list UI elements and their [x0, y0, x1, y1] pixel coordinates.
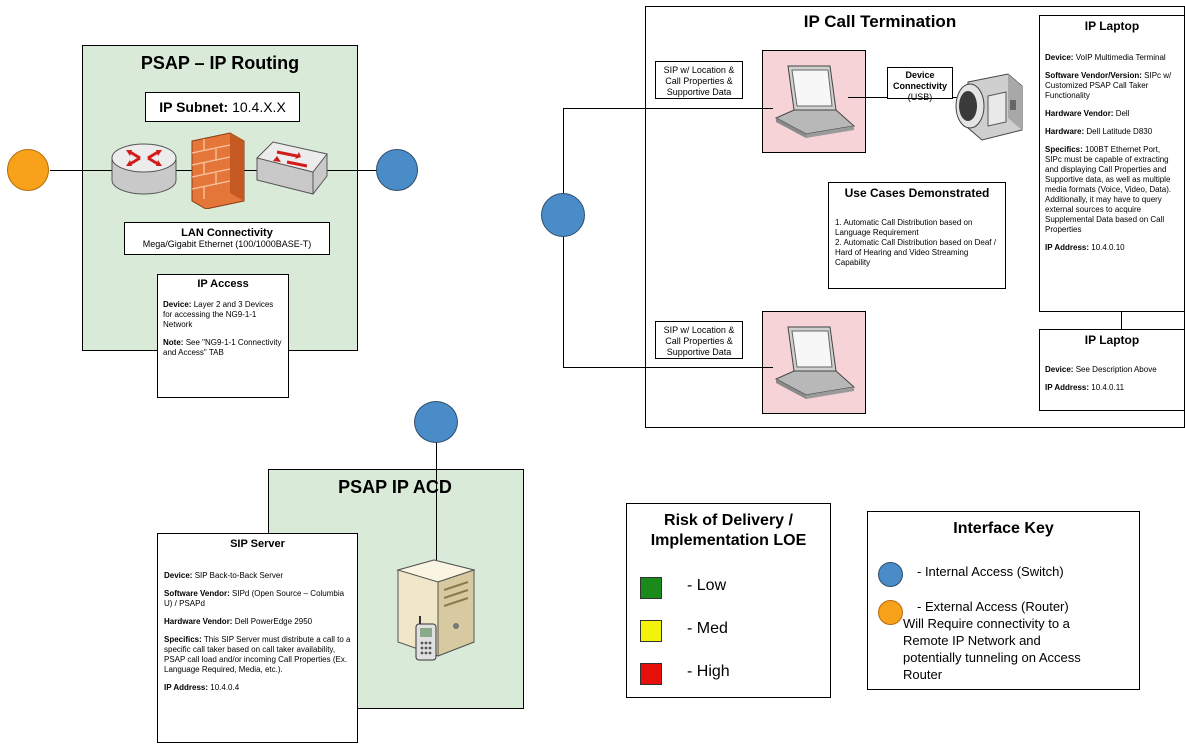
ip-access-device-text: Layer 2 and 3 Devices for accessing the …	[163, 300, 274, 329]
switch-icon	[256, 141, 328, 195]
risk-low-label: - Low	[687, 577, 727, 594]
external-access-router-port	[7, 149, 49, 191]
interface-key-title: Interface Key	[953, 520, 1054, 537]
risk-med-swatch	[640, 620, 662, 642]
phone-icon	[415, 616, 437, 661]
laptop1-hw-vendor-label: Hardware Vendor:	[1045, 109, 1114, 118]
ip-laptop-info-2: IP Laptop Device: See Description Above …	[1039, 329, 1185, 411]
external-line-2: Will Require connectivity to a	[903, 616, 1070, 631]
device-conn-title: Device Connectivity	[892, 70, 947, 91]
router-icon	[111, 143, 177, 195]
use-case-1: 1. Automatic Call Distribution based on …	[835, 218, 973, 237]
interface-key: Interface Key - Internal Access (Switch)…	[867, 511, 1140, 690]
ip-laptop-info-1: IP Laptop Device: VoIP Multimedia Termin…	[1039, 15, 1185, 312]
laptop1-ip-text: 10.4.0.10	[1091, 243, 1125, 252]
acd-switch-port	[414, 401, 458, 443]
ip-access-device-label: Device:	[163, 300, 192, 309]
server-device-label: Device:	[164, 571, 193, 580]
server-software-text: SIPd (Open Source – Columbia U) / PSAPd	[164, 589, 345, 608]
ip-access-note-text: See "NG9-1-1 Connectivity and Access" TA…	[163, 338, 282, 357]
sip-label-top: SIP w/ Location & Call Properties & Supp…	[655, 61, 743, 99]
external-line-3: Remote IP Network and	[903, 633, 1041, 648]
laptop1-ip-label: IP Address:	[1045, 243, 1090, 252]
sip-label-top-text: SIP w/ Location & Call Properties & Supp…	[663, 65, 735, 97]
external-line-5: Router	[903, 667, 943, 682]
video-camera-icon	[955, 73, 1023, 141]
external-line-1: - External Access (Router)	[917, 599, 1069, 614]
device-conn-sub: (USB)	[907, 92, 933, 102]
server-device-text: SIP Back-to-Back Server	[194, 571, 284, 580]
device-connectivity-box: Device Connectivity (USB)	[887, 67, 953, 102]
line-bottom-laptop	[563, 367, 773, 368]
risk-high-swatch	[640, 663, 662, 685]
ip-access-box: IP Access Device: Layer 2 and 3 Devices …	[157, 274, 289, 398]
server-specifics-label: Specifics:	[164, 635, 202, 644]
ip-access-note-label: Note:	[163, 338, 184, 347]
external-access-key-text: - External Access (Router) Will Require …	[903, 598, 1081, 683]
external-access-key-icon	[878, 600, 903, 625]
laptop1-software-text: SIPc w/ Customized PSAP Call Taker Funct…	[1045, 71, 1172, 100]
laptop-icon-top	[774, 65, 856, 138]
sip-label-bottom-text: SIP w/ Location & Call Properties & Supp…	[663, 325, 735, 357]
sip-label-bottom: SIP w/ Location & Call Properties & Supp…	[655, 321, 743, 359]
lan-title: LAN Connectivity	[181, 227, 273, 239]
laptop2-ip-text: 10.4.0.11	[1091, 383, 1125, 392]
risk-title-line1: Risk of Delivery /	[664, 512, 793, 529]
laptop2-title: IP Laptop	[1084, 333, 1140, 347]
subnet-value: 10.4.X.X	[232, 99, 286, 115]
laptop1-software-label: Software Vendor/Version:	[1045, 71, 1142, 80]
sip-server-title: SIP Server	[230, 538, 285, 550]
laptop1-device-label: Device:	[1045, 53, 1074, 62]
lan-desc: Mega/Gigabit Ethernet (100/1000BASE-T)	[142, 239, 312, 249]
lan-connectivity-box: LAN Connectivity Mega/Gigabit Ethernet (…	[124, 222, 330, 255]
risk-med-label: - Med	[687, 620, 728, 637]
use-case-2: 2. Automatic Call Distribution based on …	[835, 238, 996, 267]
risk-legend: Risk of Delivery / Implementation LOE - …	[626, 503, 831, 698]
termination-switch-port	[541, 193, 585, 237]
laptop1-specifics-label: Specifics:	[1045, 145, 1083, 154]
laptop-icon-bottom	[774, 326, 856, 399]
server-specifics-text: This SIP Server must distribute a call t…	[164, 635, 351, 674]
laptop1-hw-vendor-text: Dell	[1115, 109, 1130, 118]
subnet-label: IP Subnet:	[159, 99, 229, 115]
server-ip-text: 10.4.0.4	[210, 683, 240, 692]
acd-title: PSAP IP ACD	[338, 477, 452, 497]
laptop1-hardware-label: Hardware:	[1045, 127, 1085, 136]
internal-access-key-icon	[878, 562, 903, 587]
laptop1-hardware-text: Dell Latitude D830	[1086, 127, 1153, 136]
laptop2-device-label: Device:	[1045, 365, 1074, 374]
laptop2-device-text: See Description Above	[1075, 365, 1157, 374]
firewall-icon	[191, 132, 245, 209]
use-cases-box: Use Cases Demonstrated 1. Automatic Call…	[828, 182, 1006, 289]
external-line-4: potentially tunneling on Access	[903, 650, 1081, 665]
use-cases-title: Use Cases Demonstrated	[844, 186, 990, 200]
internal-access-key-label: - Internal Access (Switch)	[917, 564, 1064, 579]
laptop1-title: IP Laptop	[1084, 19, 1140, 33]
server-ip-label: IP Address:	[164, 683, 209, 692]
internal-access-switch-port	[376, 149, 418, 191]
line-top-laptop	[563, 108, 773, 109]
risk-high-label: - High	[687, 663, 730, 680]
laptop1-specifics-text: 100BT Ethernet Port, SIPc must be capabl…	[1045, 145, 1172, 234]
risk-low-swatch	[640, 577, 662, 599]
laptop1-device-text: VoIP Multimedia Terminal	[1075, 53, 1166, 62]
server-software-label: Software Vendor:	[164, 589, 230, 598]
subnet-box: IP Subnet: 10.4.X.X	[145, 92, 300, 122]
laptop2-ip-label: IP Address:	[1045, 383, 1090, 392]
server-hw-label: Hardware Vendor:	[164, 617, 233, 626]
termination-title: IP Call Termination	[803, 12, 957, 31]
routing-title: PSAP – IP Routing	[140, 53, 300, 73]
line-laptop-info-link	[1121, 310, 1122, 330]
line-vertical-bus	[563, 108, 564, 368]
sip-server-box: SIP Server Device: SIP Back-to-Back Serv…	[157, 533, 358, 743]
server-hw-text: Dell PowerEdge 2950	[234, 617, 313, 626]
ip-access-title: IP Access	[197, 278, 249, 290]
acd-link-line	[436, 440, 437, 590]
risk-title-line2: Implementation LOE	[650, 532, 807, 549]
